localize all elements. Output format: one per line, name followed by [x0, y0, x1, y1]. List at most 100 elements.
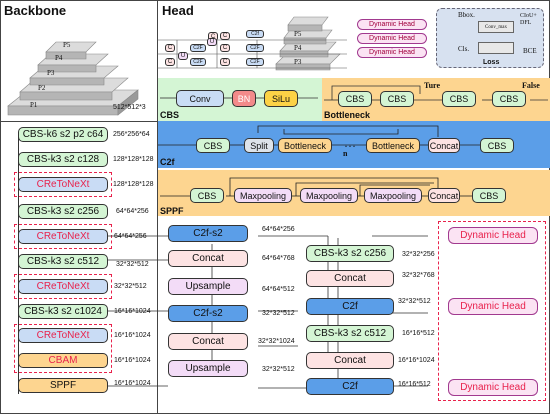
head-level-p4: P4 — [294, 44, 302, 52]
mini-c-3: C — [165, 58, 175, 66]
bb-dim-2: 128*128*128 — [113, 181, 154, 188]
bottleneck-false: False — [522, 81, 540, 90]
bb-cretonext-1: CReToNeXt — [18, 177, 108, 192]
neck-col2-dim-2: 32*32*512 — [398, 298, 431, 305]
pyramid-layer-p5 — [45, 41, 97, 53]
bottleneck-cbs-1: CBS — [338, 91, 372, 107]
cbs-conv: Conv — [176, 90, 224, 107]
bb-dim-5: 32*32*512 — [116, 261, 149, 268]
sppf-panel-title: SPPF — [160, 206, 184, 216]
pyramid-label-p4: P4 — [55, 54, 63, 62]
mini-c-5: C — [220, 44, 230, 52]
bottleneck-true: Ture — [424, 81, 441, 90]
neck-upsample-1: Upsample — [168, 278, 248, 295]
neck-col1-dim-1: 64*64*768 — [262, 255, 295, 262]
c2f-arrows — [158, 125, 480, 146]
neck-concat-1: Concat — [168, 250, 248, 267]
c2f-split: Split — [244, 138, 274, 153]
sppf-maxpool-1: Maxpooling — [234, 188, 292, 203]
pyramid-layer-p1-edge — [117, 89, 139, 116]
neck-col1-dim-3: 32*32*512 — [262, 310, 295, 317]
neck-concat-3: Concat — [306, 270, 394, 287]
cbs-panel-title: CBS — [160, 110, 180, 120]
bb-dim-7: 16*16*1024 — [114, 308, 151, 315]
mini-u-1: U — [207, 38, 217, 46]
input-dim: 512*512*3 — [113, 104, 146, 111]
sppf-arrows — [160, 177, 472, 197]
c2f-bottleneck-1: Bottleneck — [278, 138, 332, 153]
bb-dim-4: 64*64*256 — [114, 233, 147, 240]
c2f-cbs-2: CBS — [480, 138, 514, 153]
sppf-cbs-1: CBS — [190, 188, 224, 203]
top-dynamic-head-2: Dynamic Head — [357, 33, 427, 44]
bb-dim-0: 256*256*64 — [113, 131, 150, 138]
cbs-silu: SiLu — [264, 90, 298, 107]
bb-dim-8: 16*16*1024 — [114, 332, 151, 339]
loss-bce: BCE — [523, 47, 537, 55]
bb-dim-9: 16*16*1024 — [114, 357, 151, 364]
neck-cbs-c256: CBS-k3 s2 c256 — [306, 245, 394, 262]
neck-col2-dim-3: 16*16*512 — [402, 330, 435, 337]
top-dynamic-head-3: Dynamic Head — [357, 47, 427, 58]
loss-bbox: Bbox. — [458, 11, 475, 19]
mini-c-2: C — [165, 44, 175, 52]
neck-col1-dim-2: 64*64*512 — [262, 286, 295, 293]
bb-cretonext-4: CReToNeXt — [18, 328, 108, 343]
bb-sppf: SPPF — [18, 378, 108, 393]
loss-block-1: Conv_max — [478, 21, 514, 33]
mini-c2f-5: C2F — [246, 58, 264, 66]
sppf-cbs-2: CBS — [472, 188, 506, 203]
bb-cretonext-frame-3 — [14, 274, 112, 299]
loss-ciou: CIoU+ DFL — [520, 13, 537, 26]
bottleneck-cbs-3: CBS — [442, 91, 476, 107]
mini-u-2: U — [178, 52, 188, 60]
cbs-panel-arrows — [160, 97, 318, 99]
dynamic-head-2: Dynamic Head — [448, 298, 538, 315]
pyramid-label-p1: P1 — [30, 101, 38, 109]
sppf-concat: Concat — [428, 188, 460, 203]
loss-block-2 — [478, 42, 514, 54]
bb-cbs-k3-c512: CBS-k3 s2 c512 — [18, 254, 108, 269]
backbone-header: Backbone — [4, 3, 67, 18]
dynamic-heads-frame — [438, 221, 546, 401]
bottleneck-panel-title: Bottleneck — [324, 110, 371, 120]
bb-dim-3: 64*64*256 — [116, 208, 149, 215]
bb-cbs-k3-c256: CBS-k3 s2 c256 — [18, 204, 108, 219]
neck-cbs-c512: CBS-k3 s2 c512 — [306, 325, 394, 342]
neck-c2f-1: C2f — [306, 298, 394, 315]
bb-cretonext-frame-1 — [14, 172, 112, 197]
c2f-cbs-1: CBS — [196, 138, 230, 153]
neck-col2-dim-5: 16*16*512 — [398, 381, 431, 388]
pyramid-label-p5: P5 — [63, 41, 71, 49]
c2f-ellipsis: . . . — [345, 140, 355, 149]
sppf-maxpool-2: Maxpooling — [300, 188, 358, 203]
dynamic-head-3: Dynamic Head — [448, 379, 538, 396]
bb-cbs-k3-c1024: CBS-k3 s2 c1024 — [18, 304, 108, 319]
head-header: Head — [162, 3, 194, 18]
bb-cretonext-2: CReToNeXt — [18, 229, 108, 244]
bb-dim-1: 128*128*128 — [113, 156, 154, 163]
mini-c2f-2: C2F — [190, 58, 206, 66]
cbs-bn: BN — [232, 90, 256, 107]
sppf-maxpool-3: Maxpooling — [364, 188, 422, 203]
mini-c2f-4: C2F — [246, 44, 264, 52]
bb-cretonext-frame-2 — [14, 224, 112, 249]
bb-dim-10: 16*16*1024 — [114, 380, 151, 387]
neck-c2f-s2-1: C2f-s2 — [168, 225, 248, 242]
pyramid-layer-p1-side — [7, 105, 119, 116]
top-dynamic-head-1: Dynamic Head — [357, 19, 427, 30]
mini-network-lines — [157, 39, 347, 69]
c2f-bottleneck-2: Bottleneck — [366, 138, 420, 153]
feature-pyramid — [7, 41, 139, 116]
loss-cls: Cls. — [458, 45, 470, 53]
mini-c2f-1: C2F — [190, 44, 206, 52]
loss-title: Loss — [483, 59, 500, 66]
mini-c-6: C — [220, 58, 230, 66]
neck-col2-dim-1: 32*32*768 — [402, 272, 435, 279]
neck-col1-dim-0: 64*64*256 — [262, 226, 295, 233]
neck-c2f-2: C2f — [306, 378, 394, 395]
pyramid-label-p2: P2 — [38, 84, 46, 92]
head-level-p3: P3 — [294, 58, 302, 66]
pyramid-label-p3: P3 — [47, 69, 55, 77]
